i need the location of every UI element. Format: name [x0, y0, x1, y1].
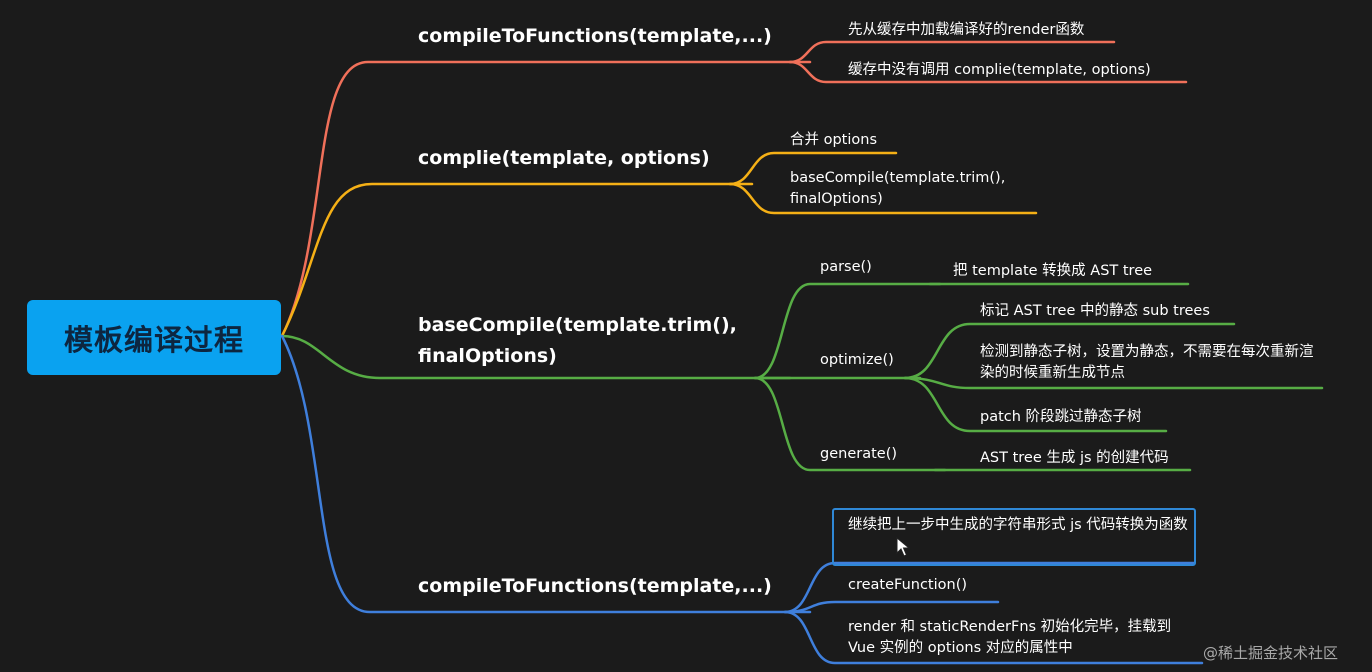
optimize-child3[interactable]: patch 阶段跳过静态子树 [980, 409, 1142, 425]
edge-root-branch4 [280, 334, 812, 614]
edge-branch3-generate [753, 376, 947, 472]
edge-branch1-child2 [788, 60, 1188, 84]
branch1-child2[interactable]: 缓存中没有调用 complie(template, options) [848, 62, 1151, 78]
edge-root-branch1 [280, 60, 812, 338]
edge-root-branch3 [280, 334, 792, 380]
root-node[interactable]: 模板编译过程 [27, 300, 281, 375]
edge-branch3-parse [753, 282, 942, 380]
optimize-child2[interactable]: 检测到静态子树，设置为静态，不需要在每次重新渲染的时候重新生成节点 [980, 344, 1314, 381]
branch1-label[interactable]: compileToFunctions(template,...) [418, 25, 772, 47]
branch4-child2[interactable]: createFunction() [848, 577, 968, 593]
edge-branch4-child2 [783, 600, 1000, 614]
generate-child[interactable]: AST tree 生成 js 的创建代码 [980, 450, 1169, 466]
edge-branch2-child2 [728, 182, 1038, 215]
edge-optimize-child2 [903, 376, 1324, 390]
branch4-child1[interactable]: 继续把上一步中生成的字符串形式 js 代码转换为函数 [848, 517, 1188, 533]
branch4-child3[interactable]: render 和 staticRenderFns 初始化完毕，挂载到 Vue 实… [848, 619, 1172, 656]
edge-branch1-child1 [788, 40, 1116, 64]
branch2-label[interactable]: complie(template, options) [418, 147, 710, 169]
root-label: 模板编译过程 [63, 322, 244, 357]
branch4-label[interactable]: compileToFunctions(template,...) [418, 575, 772, 597]
watermark: @稀土掘金技术社区 [1203, 644, 1339, 662]
edge-optimize-child3 [903, 376, 1168, 433]
branch2-child2[interactable]: baseCompile(template.trim(), finalOption… [790, 170, 1006, 207]
edge-root-branch2 [280, 182, 754, 338]
branch2-child1[interactable]: 合并 options [790, 132, 878, 148]
branch3-label[interactable]: baseCompile(template.trim(), finalOption… [418, 314, 737, 367]
selected-node-highlight [832, 508, 1196, 566]
mouse-cursor-icon [896, 537, 910, 557]
branch3-generate[interactable]: generate() [820, 446, 898, 462]
edge-optimize-child1 [903, 322, 1236, 380]
edge-branch2-child1 [728, 151, 898, 186]
parse-child[interactable]: 把 template 转换成 AST tree [953, 263, 1153, 279]
branch3-parse[interactable]: parse() [820, 259, 872, 275]
branch3-optimize[interactable]: optimize() [820, 352, 894, 368]
edge-branch4-child1 [783, 561, 1196, 614]
branch1-child1[interactable]: 先从缓存中加载编译好的render函数 [848, 22, 1085, 38]
edge-branch4-child3 [783, 610, 1204, 665]
optimize-child1[interactable]: 标记 AST tree 中的静态 sub trees [980, 303, 1210, 319]
